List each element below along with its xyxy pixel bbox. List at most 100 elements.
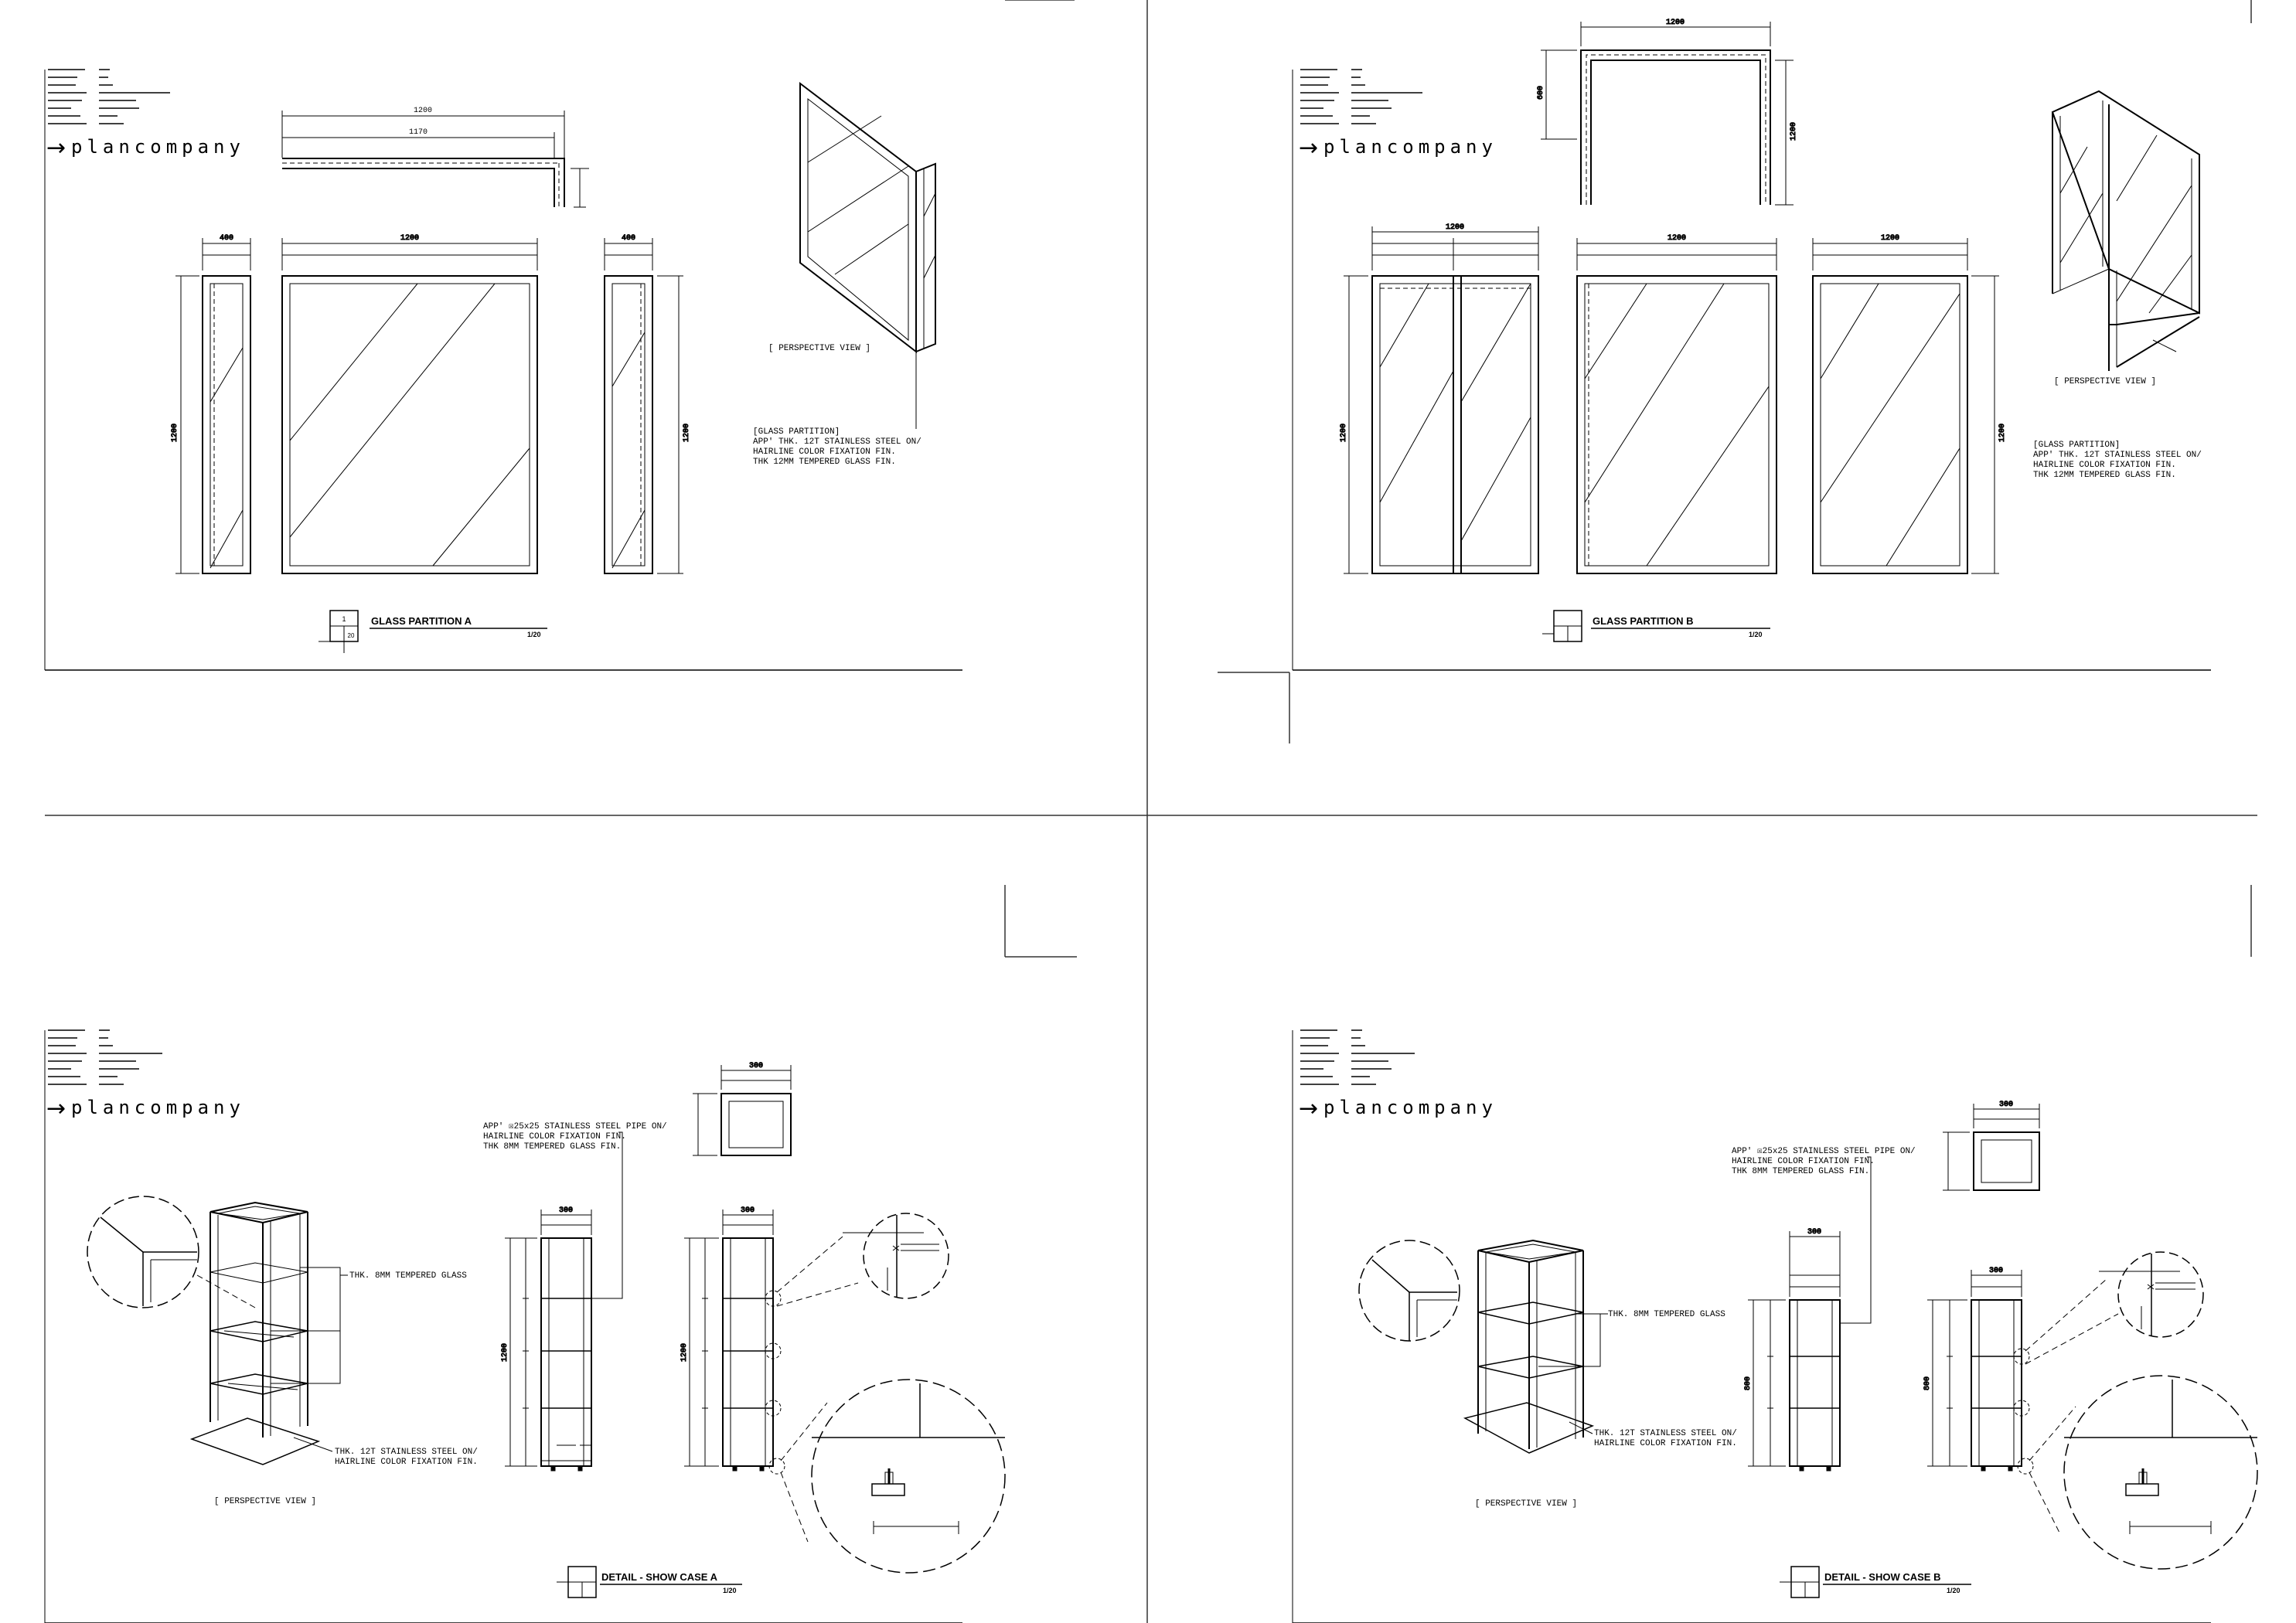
steel-note-2: HAIRLINE COLOR FIXATION FIN.: [1594, 1439, 1737, 1448]
showcase-elevation-side: 300 800: [1923, 1267, 2119, 1535]
svg-text:THK 12MM TEMPERED GLASS FIN.: THK 12MM TEMPERED GLASS FIN.: [753, 458, 896, 467]
top-plan: 300: [1943, 1101, 2040, 1191]
svg-text:APP' ☒25x25 STAINLESS STEEL PI: APP' ☒25x25 STAINLESS STEEL PIPE ON/: [1732, 1147, 1916, 1156]
svg-text:1200: 1200: [1667, 234, 1686, 243]
showcase-elevation-front: 300 800: [1744, 1228, 1841, 1472]
brand-logo: plancompany: [1323, 1097, 1497, 1118]
pipe-note: APP' ☒25x25 STAINLESS STEEL PIPE ON/ HAI…: [483, 1122, 667, 1152]
svg-text:1170: 1170: [409, 128, 428, 137]
brand-arrow: →: [46, 134, 66, 162]
svg-text:1200: 1200: [1340, 424, 1348, 442]
svg-text:1200: 1200: [400, 234, 419, 243]
panel-glass-partition-a: → plancompany 1200 1170: [44, 69, 962, 671]
svg-text:1200: 1200: [1446, 223, 1464, 232]
svg-text:1200: 1200: [414, 107, 432, 115]
drawing-title-block: DETAIL - SHOW CASE A 1/20: [557, 1566, 742, 1598]
drawing-scale: 1/20: [723, 1587, 737, 1594]
brand-arrow: →: [1299, 1095, 1318, 1122]
panel-show-case-a: → plancompany: [44, 1029, 1006, 1623]
drawing-scale: 1/20: [1947, 1587, 1960, 1594]
perspective-showcase: [1463, 1239, 1595, 1454]
pipe-note: APP' ☒25x25 STAINLESS STEEL PIPE ON/ HAI…: [1732, 1147, 1916, 1176]
svg-text:300: 300: [1999, 1101, 2013, 1109]
drawing-title: DETAIL - SHOW CASE B: [1824, 1571, 1940, 1583]
svg-text:HAIRLINE COLOR FIXATION FIN.: HAIRLINE COLOR FIXATION FIN.: [2033, 461, 2176, 470]
svg-text:300: 300: [1989, 1267, 2003, 1275]
front-elevation-3: 1200 1200: [1812, 234, 2008, 574]
svg-text:1200: 1200: [680, 1343, 689, 1362]
title-block: [1300, 1029, 1415, 1085]
title-block: [48, 1029, 162, 1085]
pipe-note-leader: [576, 1131, 623, 1299]
svg-text:1200: 1200: [1998, 424, 2007, 442]
front-elevation-2: 1200: [1576, 234, 1777, 574]
svg-text:HAIRLINE COLOR FIXATION FIN.: HAIRLINE COLOR FIXATION FIN.: [1732, 1157, 1875, 1166]
plan-view: 1200 1170: [281, 107, 589, 208]
front-elevation-1: 1200 1200: [1340, 223, 1539, 574]
steel-note-1: THK. 12T STAINLESS STEEL ON/: [335, 1448, 478, 1457]
drawing-title-block: DETAIL - SHOW CASE B 1/20: [1780, 1566, 1971, 1598]
detail-circle-foot: [811, 1379, 1006, 1574]
svg-text:HAIRLINE COLOR FIXATION FIN.: HAIRLINE COLOR FIXATION FIN.: [483, 1132, 626, 1142]
svg-text:800: 800: [1923, 1376, 1932, 1390]
glass-note: THK. 8MM TEMPERED GLASS: [1608, 1310, 1725, 1319]
drawing-title: DETAIL - SHOW CASE A: [601, 1571, 718, 1583]
svg-text:1200: 1200: [1666, 19, 1685, 27]
front-elevation: 1200: [281, 234, 538, 574]
sheet-grid: [45, 0, 2257, 1623]
svg-text:APP' THK. 12T STAINLESS STEEL: APP' THK. 12T STAINLESS STEEL ON/: [753, 437, 921, 447]
perspective-view: [2051, 90, 2200, 371]
perspective-label: [ PERSPECTIVE VIEW ]: [1475, 1499, 1577, 1509]
drawing-scale: 1/20: [1749, 631, 1763, 638]
svg-text:800: 800: [1744, 1376, 1753, 1390]
svg-text:400: 400: [220, 234, 233, 243]
svg-text:300: 300: [1807, 1228, 1821, 1237]
detail-circle-joint: [2099, 1251, 2204, 1338]
svg-text:300: 300: [749, 1062, 763, 1070]
leader-lines: [1538, 1313, 1608, 1434]
showcase-elevation-front: 300 1200: [501, 1206, 592, 1472]
panel-show-case-b: → plancompany: [1292, 1029, 2258, 1623]
svg-text:400: 400: [622, 234, 635, 243]
brand-arrow: →: [1299, 134, 1318, 162]
svg-text:1200: 1200: [1881, 234, 1899, 243]
svg-text:20: 20: [348, 632, 355, 639]
brand-arrow: →: [46, 1095, 66, 1122]
svg-text:THK 8MM TEMPERED GLASS FIN.: THK 8MM TEMPERED GLASS FIN.: [1732, 1167, 1869, 1176]
svg-text:THK 12MM TEMPERED GLASS FIN.: THK 12MM TEMPERED GLASS FIN.: [2033, 471, 2176, 480]
brand-logo: plancompany: [71, 136, 245, 158]
detail-circle: [87, 1196, 256, 1308]
svg-text:1200: 1200: [171, 424, 179, 442]
brand-logo: plancompany: [71, 1097, 245, 1118]
detail-circle: [1358, 1240, 1460, 1342]
drawing-scale: 1/20: [527, 631, 541, 638]
steel-note-1: THK. 12T STAINLESS STEEL ON/: [1594, 1429, 1737, 1438]
side-elevation-right: 400 1200: [604, 234, 692, 574]
svg-text:THK 8MM TEMPERED GLASS FIN.: THK 8MM TEMPERED GLASS FIN.: [483, 1142, 621, 1152]
svg-text:600: 600: [1537, 86, 1545, 100]
showcase-elevation-side: 300 1200: [680, 1206, 859, 1543]
drawing-title: GLASS PARTITION B: [1593, 615, 1693, 627]
leader-lines: [271, 1267, 348, 1452]
panel-glass-partition-b: → plancompany 1200 600 1200: [1292, 19, 2211, 671]
svg-text:1200: 1200: [501, 1343, 509, 1362]
svg-text:[GLASS PARTITION]: [GLASS PARTITION]: [2033, 441, 2120, 450]
svg-text:APP' ☒25x25 STAINLESS STEEL PI: APP' ☒25x25 STAINLESS STEEL PIPE ON/: [483, 1122, 667, 1131]
perspective-label: [ PERSPECTIVE VIEW ]: [214, 1497, 316, 1506]
perspective-view: [799, 81, 936, 429]
title-block: [1300, 69, 1422, 124]
partition-note: [GLASS PARTITION] APP' THK. 12T STAINLES…: [2033, 441, 2202, 480]
perspective-label: [ PERSPECTIVE VIEW ]: [2054, 377, 2156, 386]
partition-note: [GLASS PARTITION] APP' THK. 12T STAINLES…: [753, 427, 921, 467]
brand-logo: plancompany: [1323, 136, 1497, 158]
detail-circle-foot: [2063, 1375, 2258, 1570]
top-plan: 300: [693, 1062, 792, 1156]
svg-text:1: 1: [342, 615, 346, 623]
title-block: [48, 69, 170, 124]
drawing-title-block: GLASS PARTITION B 1/20: [1542, 610, 1770, 642]
svg-text:300: 300: [559, 1206, 573, 1215]
svg-text:[GLASS PARTITION]: [GLASS PARTITION]: [753, 427, 840, 437]
side-elevation-left: 400 1200: [171, 234, 251, 574]
svg-text:1200: 1200: [1790, 122, 1798, 141]
